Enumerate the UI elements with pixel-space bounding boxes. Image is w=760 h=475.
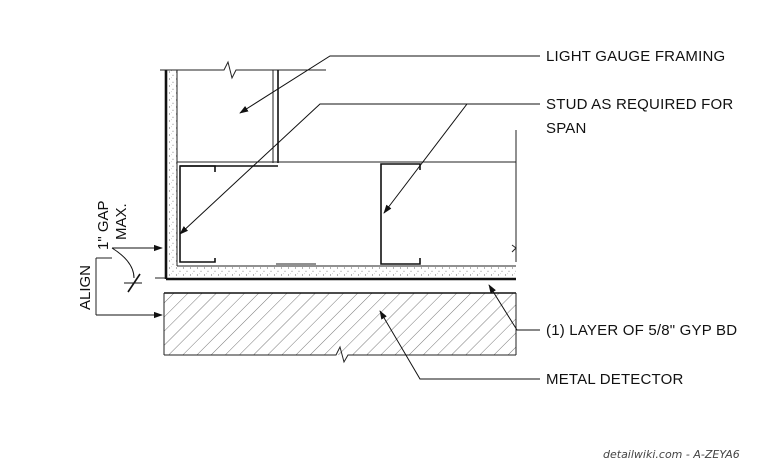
leader-metal-detector [379, 310, 540, 380]
callout-gyp-bd: (1) LAYER OF 5/8" GYP BD [546, 322, 737, 339]
leader-stud-primary [179, 103, 540, 235]
stud-profile [276, 163, 421, 265]
metal-detector-body [163, 292, 517, 364]
leader-light-gauge-framing [239, 55, 540, 114]
horizontal-gyp-board [166, 265, 516, 281]
vertical-gyp-board [164, 70, 178, 279]
callout-stud-line2: SPAN [546, 120, 587, 137]
callout-light-gauge-framing: LIGHT GAUGE FRAMING [546, 48, 725, 65]
gap-label-line2: MAX. [113, 203, 130, 240]
callout-metal-detector: METAL DETECTOR [546, 371, 684, 388]
horizontal-stud-channel [179, 165, 278, 263]
leader-gyp-bd [488, 284, 540, 331]
light-gauge-framing [160, 60, 517, 262]
align-dimension [95, 257, 163, 319]
callout-stud-line1: STUD AS REQUIRED FOR [546, 96, 733, 113]
credit-watermark: detailwiki.com - A-ZEYA6 [603, 448, 740, 461]
leader-stud-secondary [383, 103, 540, 214]
align-label: ALIGN [77, 265, 94, 310]
gap-label-line1: 1" GAP [95, 200, 112, 250]
gap-dimension [111, 244, 165, 293]
